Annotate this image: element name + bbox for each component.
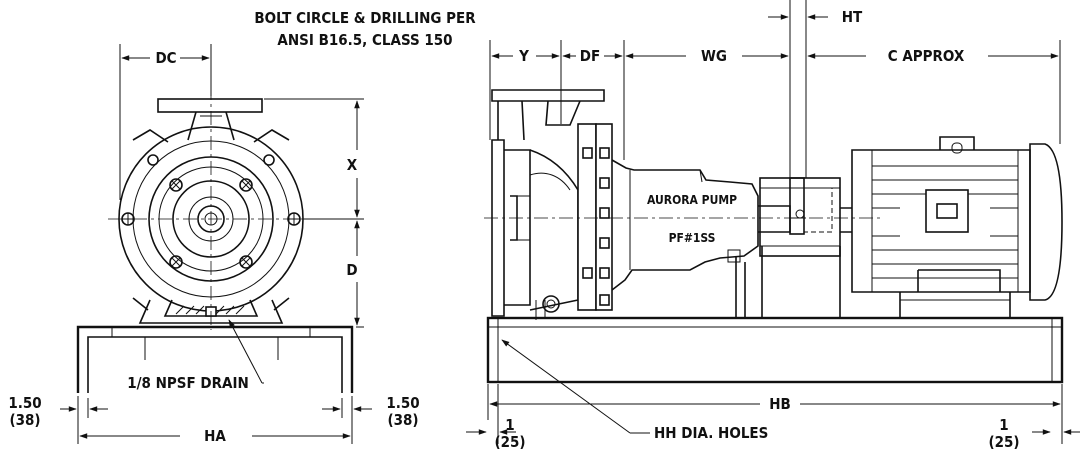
dim-edge-left-mm: (38) — [9, 411, 40, 429]
suction-flange — [491, 89, 605, 102]
dim-end-left-mm: (25) — [494, 433, 525, 451]
dim-ha: HA — [204, 427, 226, 445]
dim-end-right: 1 — [999, 416, 1008, 434]
dim-edge-right: 1.50 — [386, 394, 419, 412]
dim-df: DF — [580, 47, 600, 65]
end-view: DC X D 1/8 NPSF DRAIN HA 1.50 (38) 1.50 … — [8, 9, 476, 445]
discharge-neck — [187, 111, 235, 141]
flange-bolt-holes — [169, 178, 253, 269]
holes-note: HH DIA. HOLES — [654, 424, 768, 442]
baseplate — [486, 316, 1064, 384]
dim-x: X — [347, 156, 358, 174]
bearing-frame — [611, 159, 759, 291]
dim-edge-right-mm: (38) — [387, 411, 418, 429]
nameplate-line1: AURORA PUMP — [647, 193, 737, 207]
cover-bolts — [582, 147, 610, 306]
dim-wg: WG — [701, 47, 727, 65]
dim-end-right-mm: (25) — [988, 433, 1019, 451]
base-channel — [76, 325, 354, 393]
drain-boss — [542, 295, 560, 313]
bolt-circle-note-line1: BOLT CIRCLE & DRILLING PER — [254, 9, 476, 27]
dim-d: D — [346, 261, 357, 279]
dim-end-left: 1 — [505, 416, 514, 434]
dim-hb: HB — [769, 395, 791, 413]
dim-dc: DC — [155, 49, 176, 67]
dim-ht: HT — [842, 8, 863, 26]
bolt-circle-note-line2: ANSI B16.5, CLASS 150 — [277, 31, 452, 49]
dim-y: Y — [518, 47, 529, 65]
discharge-flange — [157, 98, 263, 113]
dim-edge-left: 1.50 — [8, 394, 41, 412]
coupling-guard — [759, 177, 841, 257]
dim-c-approx: C APPROX — [888, 47, 965, 65]
lifting-eye — [939, 136, 975, 150]
motor-end-cap — [1029, 143, 1063, 301]
drain-note: 1/8 NPSF DRAIN — [127, 374, 249, 392]
motor-terminal-box — [925, 189, 969, 233]
side-view: AURORA PUMP PF#1SS — [466, 0, 1080, 451]
nameplate-line2: PF#1SS — [669, 231, 716, 245]
